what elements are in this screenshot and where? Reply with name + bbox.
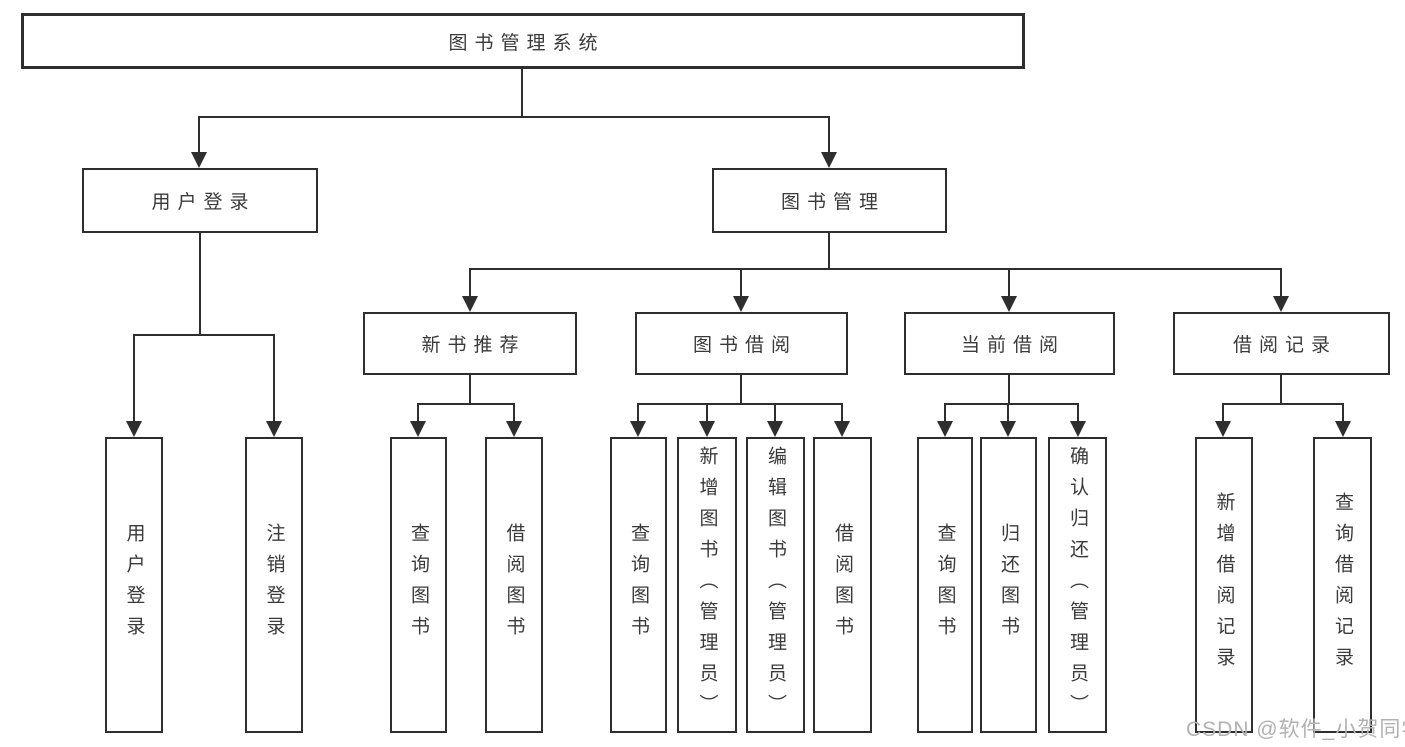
arrowhead-down-icon	[733, 296, 749, 312]
leaf-borrow-query-books: 查询图书	[610, 437, 667, 733]
arrowhead-down-icon	[1000, 421, 1016, 437]
connector-vline	[828, 116, 830, 152]
arrowhead-down-icon	[462, 296, 478, 312]
connector-vline	[1222, 403, 1224, 423]
connector-hline	[469, 268, 1282, 270]
arrowhead-down-icon	[937, 421, 953, 437]
connector-vline	[469, 375, 471, 405]
connector-vline	[740, 375, 742, 405]
connector-vline	[1280, 268, 1282, 298]
arrowhead-down-icon	[1215, 421, 1231, 437]
connector-vline	[521, 69, 523, 117]
connector-vline	[637, 403, 639, 423]
arrowhead-down-icon	[630, 421, 646, 437]
connector-vline	[273, 334, 275, 421]
node-user-login: 用户登录	[82, 168, 318, 233]
connector-vline	[706, 403, 708, 423]
arrowhead-down-icon	[834, 421, 850, 437]
connector-vline	[133, 334, 135, 421]
connector-vline	[1008, 375, 1010, 405]
arrowhead-down-icon	[191, 152, 207, 168]
arrowhead-down-icon	[1001, 296, 1017, 312]
leaf-records-query-record: 查询借阅记录	[1313, 437, 1372, 733]
connector-hline	[198, 116, 830, 118]
connector-vline	[1077, 403, 1079, 423]
node-borrow-records: 借阅记录	[1173, 312, 1390, 375]
connector-vline	[740, 268, 742, 298]
connector-vline	[199, 233, 201, 336]
connector-vline	[841, 403, 843, 423]
connector-vline	[1008, 268, 1010, 298]
connector-vline	[944, 403, 946, 423]
connector-vline	[1280, 375, 1282, 405]
connector-vline	[828, 233, 830, 270]
arrowhead-down-icon	[1070, 421, 1086, 437]
arrowhead-down-icon	[410, 421, 426, 437]
node-new-book-recommend: 新书推荐	[363, 312, 577, 375]
connector-hline	[133, 334, 275, 336]
leaf-borrow-borrow-books: 借阅图书	[813, 437, 872, 733]
arrowhead-down-icon	[699, 421, 715, 437]
connector-vline	[1342, 403, 1344, 423]
connector-hline	[637, 403, 843, 405]
node-book-management: 图书管理	[712, 168, 947, 233]
connector-vline	[198, 116, 200, 152]
node-current-borrow: 当前借阅	[904, 312, 1115, 375]
connector-vline	[469, 268, 471, 298]
leaf-borrow-edit-books-admin: 编辑图书（管理员）	[746, 437, 805, 733]
arrowhead-down-icon	[1335, 421, 1351, 437]
csdn-watermark: CSDN @软件_小贺同学	[1186, 718, 1405, 741]
node-root: 图书管理系统	[21, 13, 1025, 69]
arrowhead-down-icon	[126, 421, 142, 437]
node-book-borrow: 图书借阅	[635, 312, 848, 375]
leaf-logout: 注销登录	[245, 437, 303, 733]
arrowhead-down-icon	[767, 421, 783, 437]
connector-hline	[944, 403, 1079, 405]
connector-vline	[774, 403, 776, 423]
connector-hline	[1222, 403, 1344, 405]
leaf-current-return-books: 归还图书	[980, 437, 1037, 733]
connector-vline	[513, 403, 515, 423]
leaf-recommend-borrow-books: 借阅图书	[485, 437, 543, 733]
leaf-recommend-query-books: 查询图书	[390, 437, 447, 733]
arrowhead-down-icon	[821, 152, 837, 168]
leaf-user-login: 用户登录	[105, 437, 163, 733]
connector-hline	[417, 403, 515, 405]
arrowhead-down-icon	[266, 421, 282, 437]
connector-vline	[417, 403, 419, 423]
leaf-records-add-record: 新增借阅记录	[1195, 437, 1253, 733]
arrowhead-down-icon	[506, 421, 522, 437]
leaf-current-query-books: 查询图书	[917, 437, 973, 733]
leaf-current-confirm-return-admin: 确认归还（管理员）	[1048, 437, 1107, 733]
leaf-borrow-add-books-admin: 新增图书（管理员）	[677, 437, 737, 733]
arrowhead-down-icon	[1273, 296, 1289, 312]
connector-vline	[1007, 403, 1009, 423]
